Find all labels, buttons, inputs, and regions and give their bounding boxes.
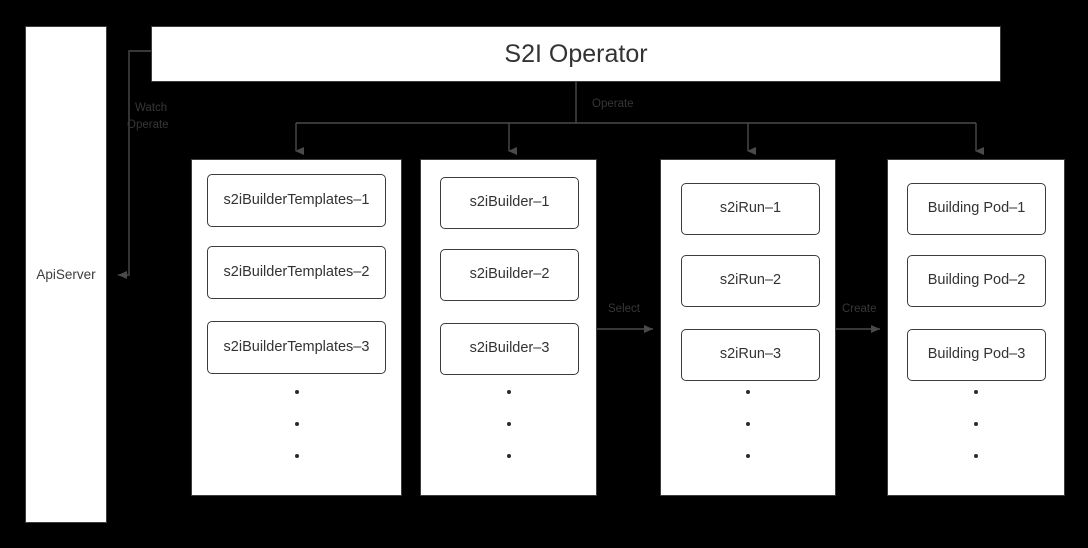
list-item[interactable]: s2iBuilderTemplates–3	[207, 321, 386, 374]
edge-operator-to-columns	[295, 82, 984, 155]
ellipsis-dots	[421, 390, 596, 486]
edge-label-watch: Watch	[135, 102, 168, 114]
list-item[interactable]: s2iBuilderTemplates–2	[207, 246, 386, 299]
ellipsis-dots	[888, 390, 1064, 486]
node-apiserver[interactable]: ApiServer	[25, 26, 107, 523]
list-item[interactable]: s2iBuilder–3	[440, 323, 579, 375]
edge-label-operate-top: Operate	[592, 98, 634, 110]
dot	[974, 422, 978, 426]
dot	[506, 454, 511, 458]
list-item[interactable]: s2iBuilderTemplates–1	[207, 174, 386, 227]
dot	[506, 422, 511, 426]
edge-label-create: Create	[842, 303, 877, 315]
edge-label-operate-left: Operate	[127, 119, 169, 131]
edge-label-select: Select	[608, 303, 640, 315]
dot	[746, 422, 750, 426]
group-s2ibuildertemplates: s2iBuilderTemplates–1 s2iBuilderTemplate…	[191, 159, 402, 496]
list-item[interactable]: s2iRun–3	[681, 329, 820, 381]
list-item[interactable]: Building Pod–1	[907, 183, 1046, 235]
dot	[294, 454, 299, 458]
dot	[294, 422, 299, 426]
node-s2i-operator[interactable]: S2I Operator	[151, 26, 1001, 82]
list-item[interactable]: s2iBuilder–2	[440, 249, 579, 301]
group-building-pod: Building Pod–1 Building Pod–2 Building P…	[887, 159, 1065, 496]
dot	[974, 454, 978, 458]
edge-operator-to-apiserver	[118, 50, 151, 279]
s2i-operator-label: S2I Operator	[504, 39, 648, 68]
ellipsis-dots	[661, 390, 835, 486]
dot	[746, 390, 750, 394]
dot	[746, 454, 750, 458]
list-item[interactable]: s2iBuilder–1	[440, 177, 579, 229]
list-item[interactable]: s2iRun–2	[681, 255, 820, 307]
list-item[interactable]: Building Pod–2	[907, 255, 1046, 307]
dot	[974, 390, 978, 394]
apiserver-label: ApiServer	[36, 267, 96, 282]
ellipsis-dots	[192, 390, 401, 486]
dot	[294, 390, 299, 394]
list-item[interactable]: s2iRun–1	[681, 183, 820, 235]
list-item[interactable]: Building Pod–3	[907, 329, 1046, 381]
group-s2irun: s2iRun–1 s2iRun–2 s2iRun–3	[660, 159, 836, 496]
group-s2ibuilder: s2iBuilder–1 s2iBuilder–2 s2iBuilder–3	[420, 159, 597, 496]
dot	[506, 390, 511, 394]
